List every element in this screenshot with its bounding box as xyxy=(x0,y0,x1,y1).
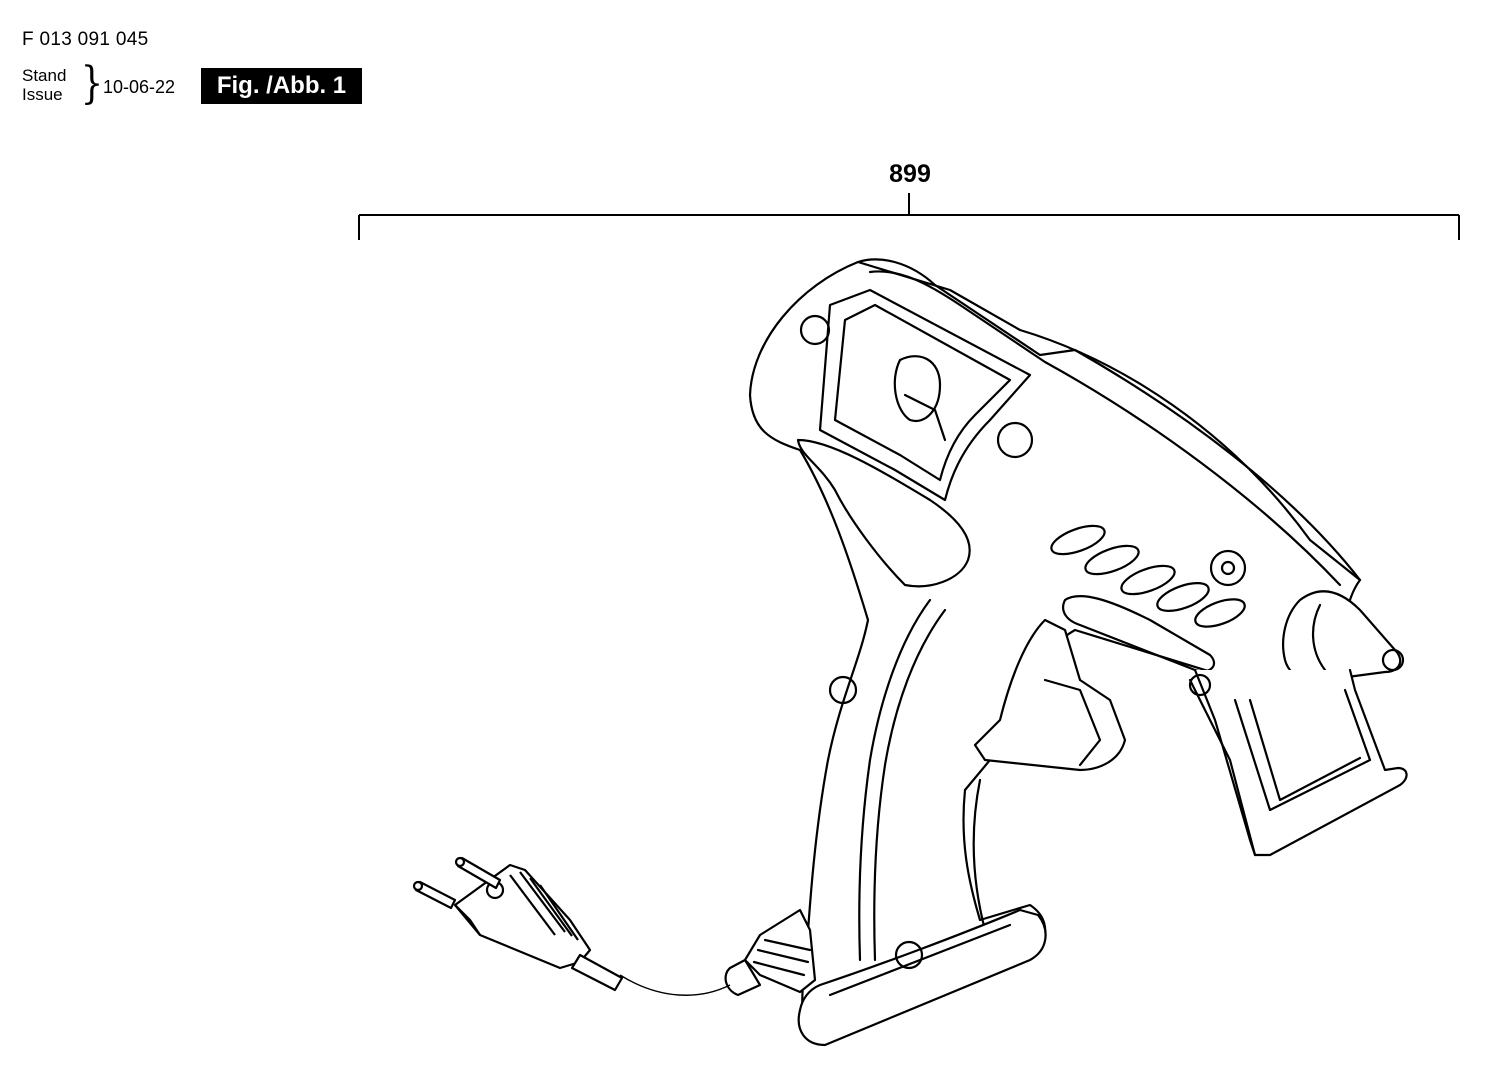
figure-label: Fig. /Abb. 1 xyxy=(201,68,362,104)
callout-number: 899 xyxy=(889,160,931,188)
power-cord xyxy=(619,974,731,996)
stand-label: Stand xyxy=(22,66,67,85)
part-number: F 013 091 045 xyxy=(22,29,149,50)
power-plug-icon xyxy=(412,856,624,992)
issue-date: 10-06-22 xyxy=(103,77,176,97)
callout-bracket xyxy=(358,193,1460,240)
hot-glue-gun-icon xyxy=(724,258,1408,1047)
issue-label: Issue xyxy=(22,85,63,104)
brace-symbol: } xyxy=(80,58,104,109)
stand-issue-label: Stand Issue xyxy=(22,66,66,104)
